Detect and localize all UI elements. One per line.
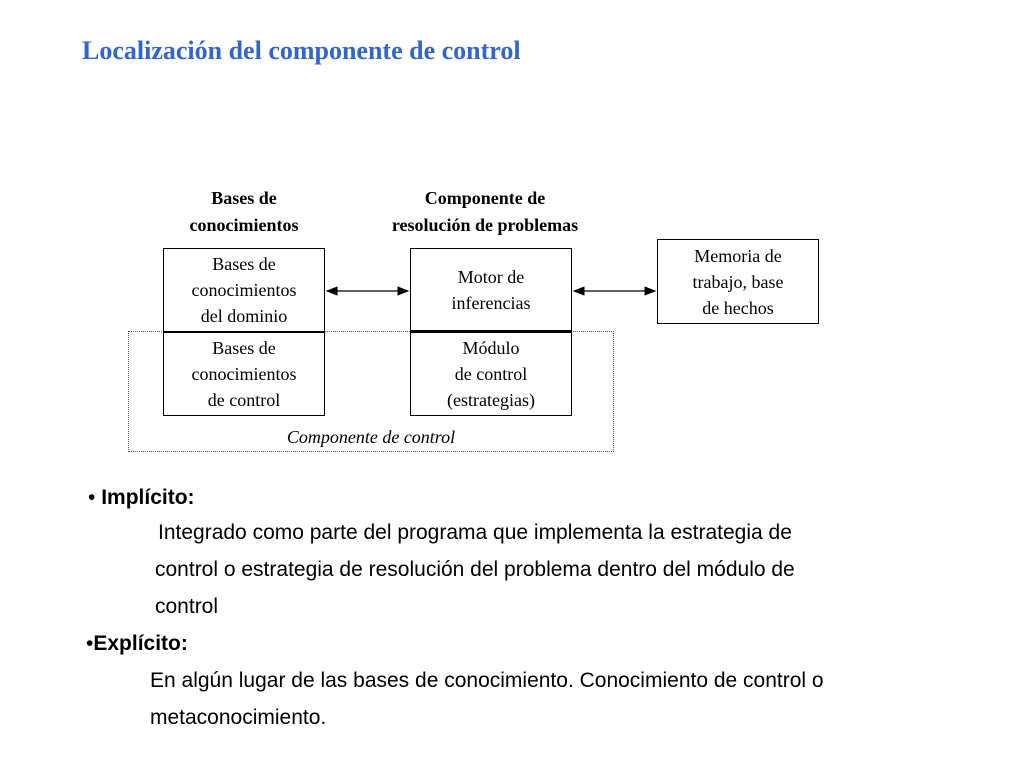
bullet-body-line: control <box>155 595 219 618</box>
bullet-marker: • <box>86 632 94 655</box>
bullet-body-line: metaconocimiento. <box>150 706 327 729</box>
bullet-heading: Implícito: <box>101 486 195 509</box>
page-title: Localización del componente de control <box>82 36 521 65</box>
box-working-memory: Memoria de trabajo, base de hechos <box>657 239 819 324</box>
bullet-heading: Explícito: <box>93 632 188 655</box>
bullet-heading-line: • Implícito: <box>88 480 195 516</box>
box-inference-engine: Motor de inferencias <box>410 248 572 332</box>
bullet-marker: • <box>88 486 102 509</box>
bullet-body-line: Integrado como parte del programa que im… <box>158 521 792 544</box>
control-component-label: Componente de control <box>286 427 456 447</box>
box-control-knowledge-bases: Bases de conocimientos de control <box>163 332 325 416</box>
control-component-region <box>128 331 614 452</box>
bullet-heading-line: •Explícito: <box>86 626 188 662</box>
box-domain-knowledge-bases: Bases de conocimientos del dominio <box>163 248 325 332</box>
header-knowledge-bases: Bases de conocimientos <box>189 188 299 235</box>
box-control-module: Módulo de control (estrategias) <box>410 332 572 416</box>
bullet-body-line: En algún lugar de las bases de conocimie… <box>150 669 824 692</box>
header-problem-solving-component: Componente de resolución de problemas <box>391 188 579 235</box>
bullet-body-line: control o estrategia de resolución del p… <box>155 558 795 581</box>
